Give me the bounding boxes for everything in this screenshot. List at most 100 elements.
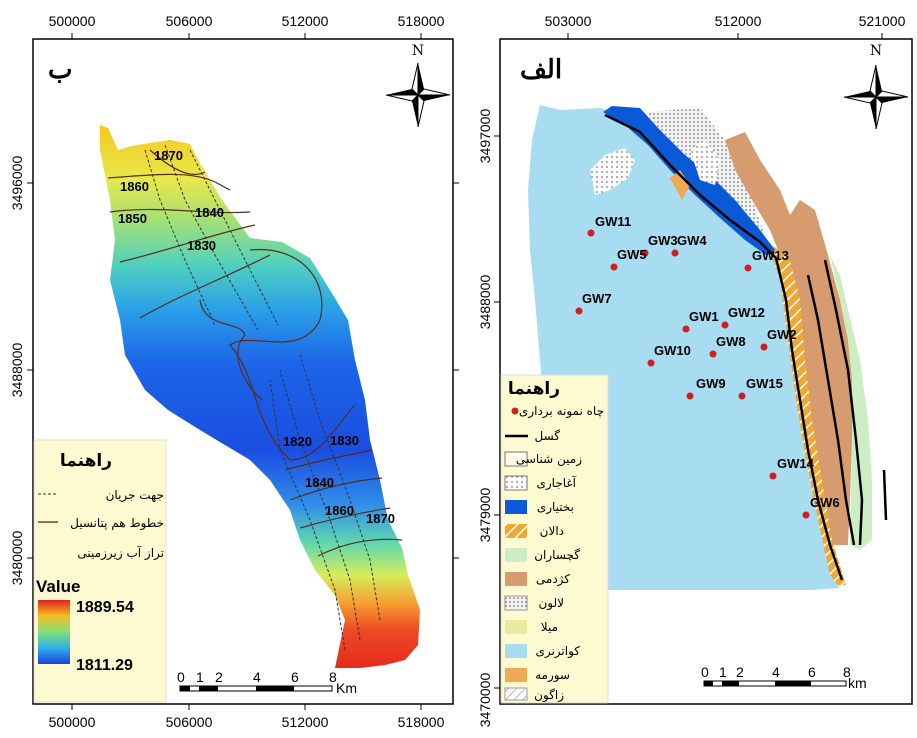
legend-item-label: چاه نمونه برداری [519, 404, 604, 419]
scale-label: 2 [736, 664, 744, 680]
legend-item-label: جهت جریان [106, 488, 164, 503]
contour-label: 1860 [325, 503, 354, 518]
mila-swatch [505, 620, 527, 634]
sormeh-formation [670, 170, 690, 200]
dalan-swatch [505, 524, 527, 538]
contour-label: 1850 [118, 211, 147, 226]
well-marker [686, 392, 694, 400]
well-marker [744, 264, 752, 272]
well-marker [769, 472, 777, 480]
scale-label: 0 [177, 669, 185, 685]
contour-label: 1870 [154, 148, 183, 163]
well-label: GW11 [595, 214, 631, 229]
well-label: GW12 [728, 305, 765, 320]
quaternary-swatch [505, 644, 527, 658]
sampling-wells [575, 229, 810, 519]
left-y-tick: 3480000 [9, 531, 25, 586]
legend-item-label: گچساران [534, 548, 580, 563]
kazhdumi-formation [725, 132, 852, 545]
well-label: GW3 [648, 233, 678, 248]
legend-item-label: کواترنری [535, 644, 580, 659]
contour-label: 1860 [120, 179, 149, 194]
left-x-tick-bottom: 506000 [166, 714, 213, 730]
lalun-swatch [504, 595, 528, 611]
scale-label: 4 [253, 669, 261, 685]
left-x-tick: 512000 [282, 13, 329, 29]
right-y-tick: 3497000 [477, 109, 493, 164]
well-marker [610, 263, 618, 271]
well-marker [802, 511, 810, 519]
well-marker [575, 307, 583, 315]
north-arrow-icon: N [385, 43, 451, 128]
legend-title: راهنما [60, 451, 112, 471]
left-x-tick-bottom: 512000 [282, 714, 329, 730]
geology-swatch [504, 451, 528, 467]
legend-item-label: کژدمی [536, 572, 570, 587]
right-y-tick: 3488000 [477, 275, 493, 330]
well-label: GW4 [677, 233, 707, 248]
north-label: N [870, 43, 882, 59]
legend-item-label: زاگون [534, 688, 564, 703]
legend-item-label: میلا [541, 620, 558, 634]
well-label: GW14 [777, 456, 815, 471]
scale-label: 1 [196, 669, 204, 685]
well-marker [682, 325, 690, 333]
scale-label: 1 [719, 664, 727, 680]
well-marker [721, 321, 729, 329]
value-label: Value [36, 577, 80, 596]
well-marker [760, 343, 768, 351]
gachsaran-formation [830, 255, 872, 550]
north-label: N [412, 43, 424, 59]
well-label: GW2 [767, 327, 797, 342]
gachsaran-swatch [505, 548, 527, 562]
right-map: 503000 512000 521000 3497000 3488000 347… [477, 13, 913, 727]
legend-item-label: بختیاری [537, 500, 574, 515]
left-legend: راهنما جهت جریان خطوط هم پتانسیل تراز آب… [33, 439, 167, 703]
contour-label: 1840 [195, 205, 224, 220]
right-y-tick: 3479000 [477, 488, 493, 543]
zagun-swatch [504, 687, 528, 701]
well-marker [709, 350, 717, 358]
legend-item-label: دالان [540, 524, 564, 538]
well-marker [671, 249, 679, 257]
left-scale-bar: 0 1 2 4 6 8 Km [177, 669, 357, 696]
kazhdumi-swatch [505, 572, 527, 586]
groundwater-level-surface [100, 125, 420, 668]
left-x-tick: 518000 [398, 13, 445, 29]
well-marker [647, 359, 655, 367]
bakhtiari-formation [603, 106, 775, 255]
well-marker [738, 392, 746, 400]
value-min: 1811.29 [76, 657, 133, 674]
fault-lines [604, 113, 888, 581]
right-x-tick: 503000 [545, 13, 592, 29]
right-x-tick: 521000 [859, 13, 906, 29]
left-map: 500000 506000 512000 518000 500000 50600… [9, 13, 459, 730]
flow-direction-lines [144, 144, 381, 651]
equipotential-lines [107, 149, 403, 557]
legend-item-label: خطوط هم پتانسیل [70, 516, 164, 531]
well-label: GW8 [716, 334, 746, 349]
value-color-ramp [38, 600, 70, 664]
value-max: 1889.54 [76, 599, 134, 616]
scale-unit: km [848, 675, 867, 691]
left-x-tick-bottom: 500000 [49, 714, 96, 730]
well-marker [641, 249, 649, 257]
left-x-tick: 506000 [166, 13, 213, 29]
left-x-tick-bottom: 518000 [398, 714, 445, 730]
legend-item-label: زمین شناسی [516, 452, 582, 467]
left-y-tick: 3488000 [9, 343, 25, 398]
well-label: GW10 [654, 343, 691, 358]
right-scale-bar: 0 1 2 4 6 8 km [701, 664, 867, 691]
aghajari-formation [590, 148, 635, 195]
scale-label: 6 [808, 664, 816, 680]
north-arrow-icon: N [843, 43, 909, 130]
well-label: GW5 [617, 247, 647, 262]
scale-label: 4 [772, 664, 780, 680]
well-label: GW7 [582, 291, 612, 306]
legend-item-label: گسل [534, 429, 560, 443]
well-swatch [511, 407, 519, 415]
left-y-tick: 3496000 [9, 156, 25, 211]
scale-label: 0 [701, 664, 709, 680]
aghajari-inner [690, 140, 720, 185]
right-x-tick: 512000 [715, 13, 762, 29]
